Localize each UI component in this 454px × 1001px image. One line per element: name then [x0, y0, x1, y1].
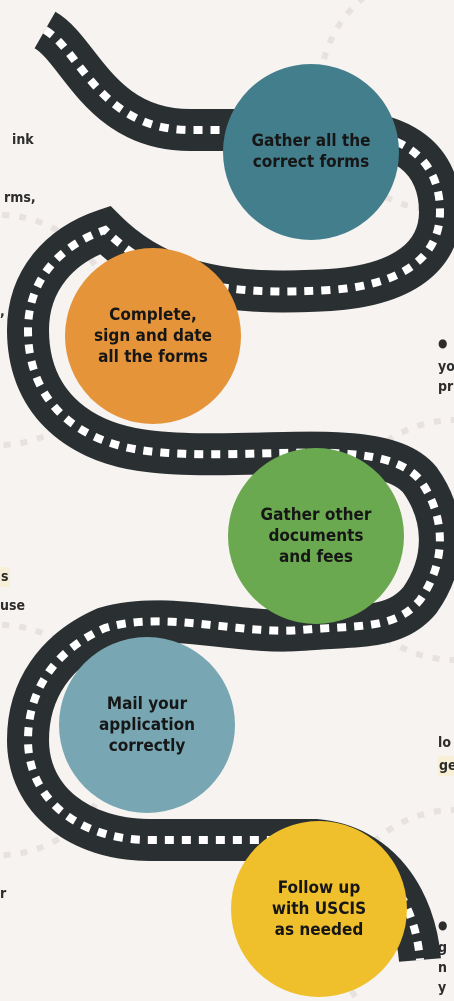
right-text-8: n — [438, 960, 447, 976]
right-text-1: ● — [438, 336, 448, 350]
left-text-1: ink — [12, 132, 34, 148]
right-text-2: yo — [438, 359, 454, 375]
right-text-9: y — [438, 980, 447, 996]
left-text-2: rms, — [4, 190, 36, 206]
right-text-7: g — [438, 940, 448, 956]
right-text-6: ● — [438, 918, 448, 932]
left-text-6: r — [0, 886, 7, 902]
right-text-3: pr — [438, 379, 454, 395]
left-text-3: , — [0, 304, 5, 320]
road-lane-dashes — [23, 26, 445, 961]
right-text-4: lo — [438, 735, 451, 751]
right-text-5: ge — [438, 756, 454, 776]
step-2-circle — [65, 248, 241, 424]
left-text-4: s — [0, 567, 10, 587]
step-4-circle — [59, 637, 235, 813]
step-1-circle — [223, 64, 399, 240]
step-5-circle — [231, 821, 407, 997]
left-text-5: use — [0, 598, 26, 614]
step-3-circle — [228, 448, 404, 624]
